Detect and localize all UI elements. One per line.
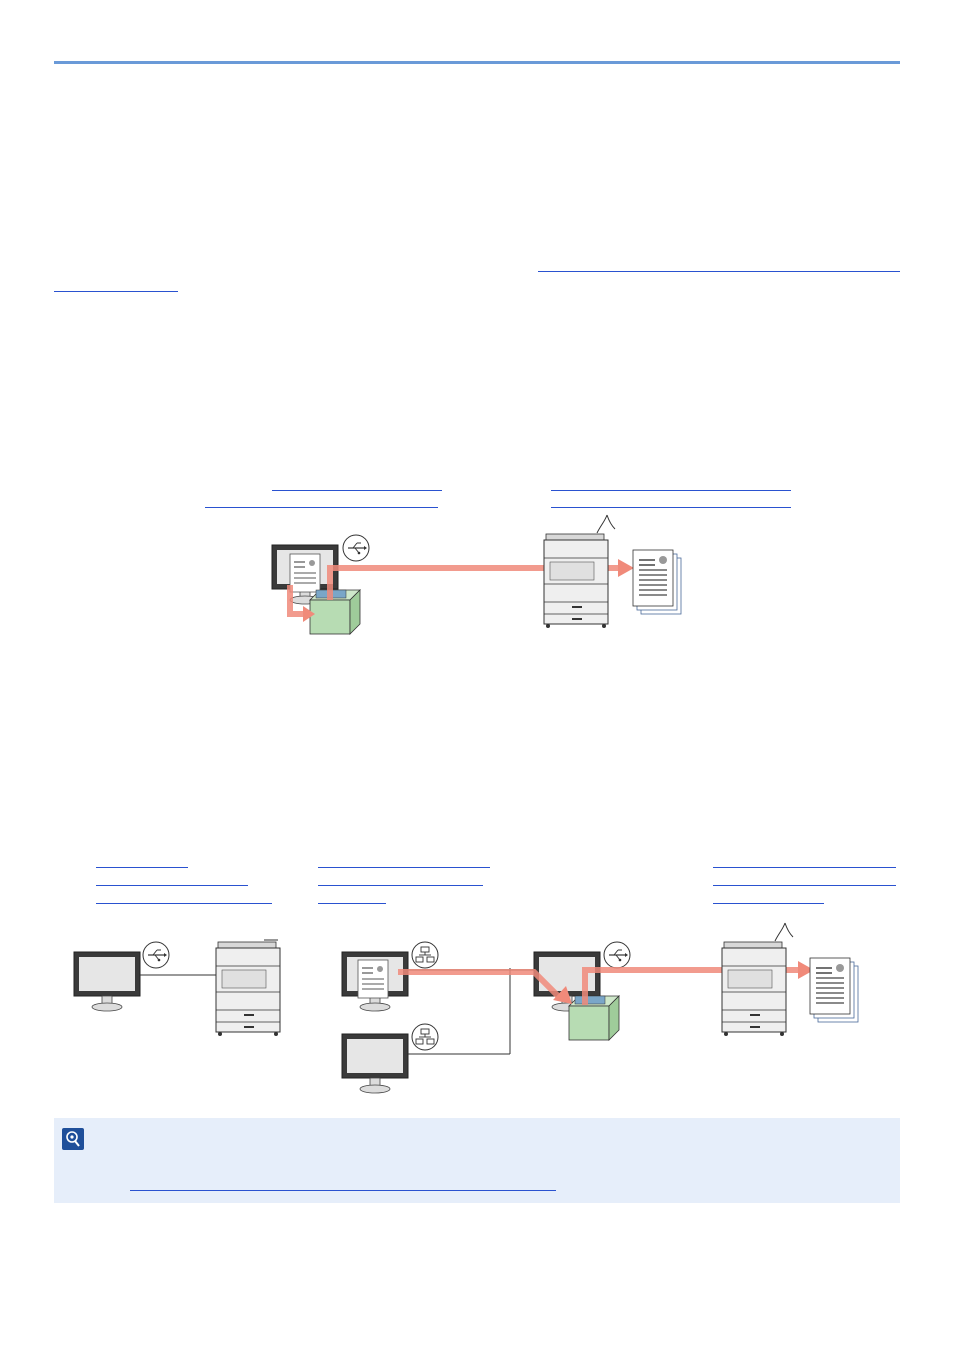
link-1b[interactable] xyxy=(205,507,438,508)
link-2c[interactable] xyxy=(96,903,272,904)
note-icon xyxy=(62,1128,84,1150)
link-2f[interactable] xyxy=(318,903,386,904)
link-2d[interactable] xyxy=(318,867,490,868)
link-2i[interactable] xyxy=(713,903,824,904)
link-2h[interactable] xyxy=(713,885,896,886)
link-1c[interactable] xyxy=(551,490,791,491)
link-1a[interactable] xyxy=(272,490,442,491)
link-2g[interactable] xyxy=(713,867,896,868)
diagram-usb-print xyxy=(271,514,682,635)
link-2b[interactable] xyxy=(96,885,248,886)
note-link[interactable] xyxy=(130,1190,556,1191)
link-2e[interactable] xyxy=(318,885,483,886)
cross-reference-link[interactable] xyxy=(538,271,900,272)
header-rule xyxy=(54,61,900,64)
note-box xyxy=(54,1118,900,1203)
link-1d[interactable] xyxy=(551,507,791,508)
link-2a[interactable] xyxy=(96,867,188,868)
diagram-network-share-print xyxy=(73,922,859,1094)
cross-reference-link-continued[interactable] xyxy=(54,291,178,292)
